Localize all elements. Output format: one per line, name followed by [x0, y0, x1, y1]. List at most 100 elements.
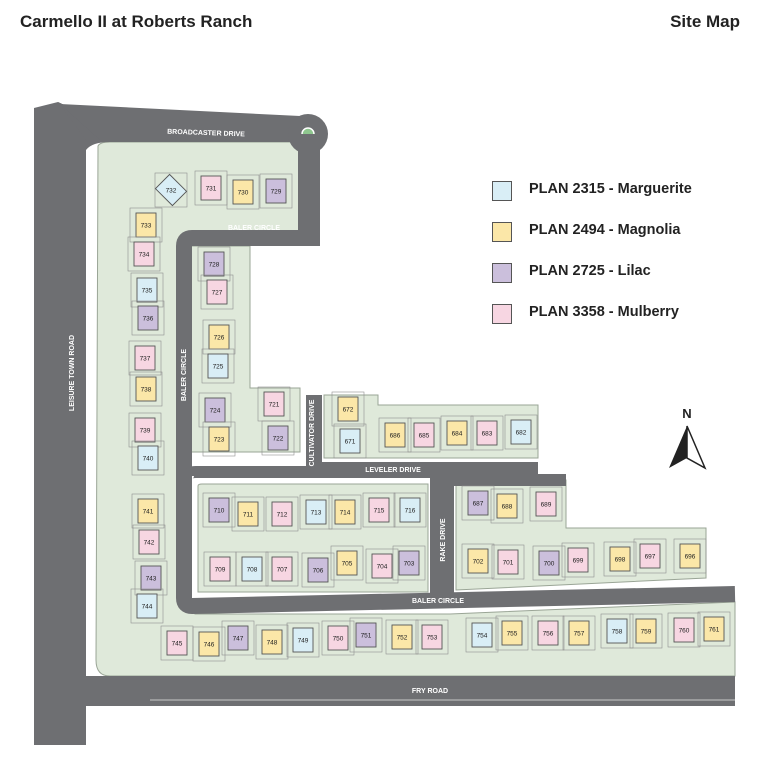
- house-footprint: [206, 279, 228, 305]
- lot-732: 732: [154, 172, 188, 208]
- lot-number: 754: [477, 633, 488, 640]
- lot-700: 700: [532, 545, 566, 581]
- house-footprint: [467, 548, 489, 574]
- lot-688: 688: [490, 488, 524, 524]
- lot-outline: [532, 545, 566, 581]
- house-footprint: [703, 616, 725, 642]
- label-cultivator: CULTIVATOR DRIVE: [309, 399, 316, 466]
- lot-number: 711: [243, 512, 254, 519]
- label-fry: FRY ROAD: [412, 688, 448, 695]
- lot-outline: [561, 542, 595, 578]
- house-footprint: [355, 622, 377, 648]
- house-footprint: [391, 624, 413, 650]
- lot-outline: [600, 613, 634, 649]
- lot-outline: [286, 622, 320, 658]
- baler-circle-loop: [176, 230, 736, 614]
- label-broadcaster: BROADCASTER DRIVE: [167, 129, 245, 139]
- house-footprint: [209, 556, 231, 582]
- lot-761: 761: [697, 611, 731, 647]
- house-footprint: [307, 557, 329, 583]
- lot-687: 687: [461, 485, 495, 521]
- lot-number: 688: [502, 504, 513, 511]
- lot-outline: [154, 172, 188, 208]
- lot-743: 743: [134, 560, 168, 596]
- roads: [34, 102, 736, 745]
- house-footprint: [134, 345, 156, 371]
- lot-number: 701: [503, 560, 514, 567]
- lot-number: 702: [473, 559, 484, 566]
- house-footprint: [368, 497, 390, 523]
- house-footprint: [467, 490, 489, 516]
- house-footprint: [265, 178, 287, 204]
- street-labels: BROADCASTER DRIVE BALER CIRCLE BALER CIR…: [69, 129, 464, 695]
- lot-number: 706: [313, 568, 324, 575]
- lot-outline: [200, 274, 234, 310]
- house-footprint: [207, 353, 229, 379]
- lot-outline: [221, 620, 255, 656]
- lot-749: 749: [286, 622, 320, 658]
- lot-number: 704: [377, 564, 388, 571]
- lot-707: 707: [265, 551, 299, 587]
- house-footprint: [384, 422, 406, 448]
- lot-number: 741: [143, 509, 154, 516]
- legend-swatch: [492, 304, 512, 324]
- lot-outline: [529, 486, 563, 522]
- lot-outline: [378, 417, 412, 453]
- lot-708: 708: [235, 551, 269, 587]
- lot-outline: [321, 620, 355, 656]
- fry-road: [86, 676, 735, 706]
- label-rake: RAKE DRIVE: [440, 518, 447, 562]
- lot-number: 747: [233, 636, 244, 643]
- lot-outline: [265, 551, 299, 587]
- lot-number: 703: [404, 561, 415, 568]
- house-footprint: [497, 549, 519, 575]
- house-footprint: [476, 420, 498, 446]
- lot-number: 737: [140, 356, 151, 363]
- house-footprint: [166, 630, 188, 656]
- lot-701: 701: [491, 544, 525, 580]
- house-footprint: [501, 620, 523, 646]
- lot-outline: [129, 371, 163, 407]
- lot-outline: [349, 617, 383, 653]
- lot-number: 742: [144, 540, 155, 547]
- house-footprint: [241, 556, 263, 582]
- house-footprint: [679, 543, 701, 569]
- legend-label: PLAN 2725 - Lilac: [529, 263, 651, 279]
- house-footprint: [609, 546, 631, 572]
- label-leisure: LEISURE TOWN ROAD: [69, 335, 76, 411]
- house-footprint: [421, 624, 443, 650]
- lot-number: 728: [209, 262, 220, 269]
- lot-696: 696: [673, 538, 707, 574]
- house-footprint: [138, 529, 160, 555]
- lot-738: 738: [129, 371, 163, 407]
- house-footprint: [537, 620, 559, 646]
- lot-728: 728: [197, 246, 231, 282]
- lot-number: 682: [516, 430, 527, 437]
- lot-outline: [202, 421, 236, 457]
- lot-number: 732: [166, 188, 177, 195]
- lot-731: 731: [194, 170, 228, 206]
- lot-outline: [407, 417, 441, 453]
- lot-number: 715: [374, 508, 385, 515]
- lot-number: 751: [361, 633, 372, 640]
- lot-outline: [667, 612, 701, 648]
- lot-755: 755: [495, 615, 529, 651]
- lot-outline: [265, 496, 299, 532]
- lot-737: 737: [128, 340, 162, 376]
- house-footprint: [198, 631, 220, 657]
- lot-number: 730: [238, 190, 249, 197]
- lot-number: 725: [213, 364, 224, 371]
- house-footprint: [339, 428, 361, 454]
- house-footprint: [271, 556, 293, 582]
- house-footprint: [568, 620, 590, 646]
- lot-number: 726: [214, 335, 225, 342]
- lot-outline: [495, 615, 529, 651]
- lot-742: 742: [132, 524, 166, 560]
- lot-716: 716: [393, 492, 427, 528]
- lot-number: 733: [141, 223, 152, 230]
- lot-number: 689: [541, 502, 552, 509]
- lot-outline: [130, 588, 164, 624]
- house-footprint: [567, 547, 589, 573]
- lot-outline: [393, 492, 427, 528]
